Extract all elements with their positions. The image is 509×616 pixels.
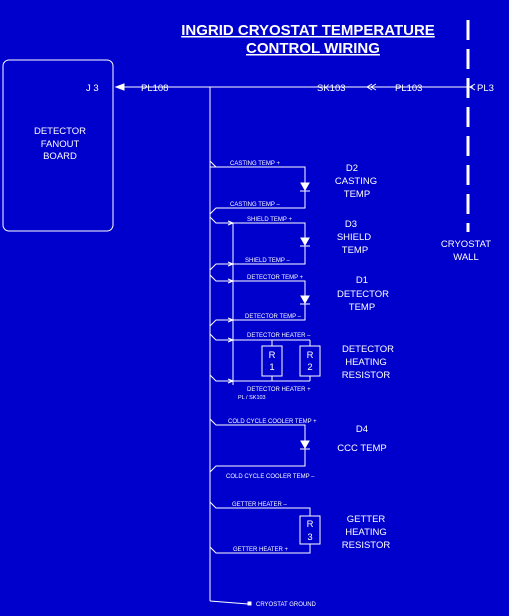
detector-fanout-board (2, 59, 114, 232)
title-line-1: INGRID CRYOSTAT TEMPERATURE (181, 22, 435, 39)
getter-wire-plus: GETTER HEATER + (233, 547, 289, 553)
r2-label-b: 2 (307, 362, 312, 373)
getter-label-1: GETTER (347, 514, 386, 525)
d4-name: D4 (356, 424, 368, 435)
resistor-r1 (261, 345, 283, 377)
ground-terminal-icon (247, 601, 252, 606)
d4-wire-plus: COLD CYCLE COOLER TEMP + (228, 419, 317, 425)
d1-name: D1 (356, 275, 368, 286)
cryostat-wall-label-2: WALL (453, 252, 479, 263)
d1-label-2: TEMP (349, 302, 375, 313)
d4-circuit (209, 418, 310, 473)
connector-pl3: PL3 (477, 83, 494, 94)
d4-label-1: CCC TEMP (337, 443, 386, 454)
heater-label-3: RESISTOR (342, 370, 391, 381)
d3-wire-plus: SHIELD TEMP + (247, 217, 292, 223)
getter-circuit (209, 501, 311, 554)
r3-label-a: R (307, 519, 314, 530)
d3-name: D3 (345, 219, 357, 230)
d1-label-1: DETECTOR (337, 289, 389, 300)
resistor-r2 (299, 345, 321, 377)
d4-wire-minus: COLD CYCLE COOLER TEMP – (226, 474, 315, 480)
r1-label-b: 1 (269, 362, 274, 373)
fanout-board-label-2: FANOUT (41, 139, 80, 150)
r1-label-a: R (269, 350, 276, 361)
connector-pl108: PL108 (141, 83, 168, 94)
d2-circuit (209, 160, 310, 215)
heater-wire-plus: DETECTOR HEATER + (247, 387, 311, 393)
ground-wire (209, 600, 249, 605)
r2-label-a: R (307, 350, 314, 361)
d1-wire-minus: DETECTOR TEMP – (245, 314, 302, 320)
d2-name: D2 (346, 163, 358, 174)
heater-wire-minus: DETECTOR HEATER – (247, 333, 311, 339)
heater-label-1: DETECTOR (342, 344, 394, 355)
d2-wire-plus: CASTING TEMP + (230, 161, 280, 167)
fanout-board-label-3: BOARD (43, 151, 77, 162)
connector-sk103: SK103 (317, 83, 346, 94)
d3-label-2: TEMP (342, 245, 368, 256)
d2-label-1: CASTING (335, 176, 377, 187)
ground-label: CRYOSTAT GROUND (256, 602, 317, 608)
getter-wire-minus: GETTER HEATER – (232, 502, 288, 508)
d1-wire-plus: DETECTOR TEMP + (247, 275, 304, 281)
r3-label-b: 3 (307, 532, 312, 543)
d3-wire-minus: SHIELD TEMP – (245, 258, 290, 264)
resistor-r3 (299, 515, 321, 545)
title-line-2: CONTROL WIRING (246, 40, 380, 57)
connector-pl103: PL103 (395, 83, 422, 94)
getter-label-3: RESISTOR (342, 540, 391, 551)
detector-heater-circuit (209, 333, 311, 384)
d3-circuit (209, 216, 310, 271)
connector-j3: J 3 (86, 83, 99, 94)
getter-label-2: HEATING (345, 527, 387, 538)
pl3-chevron-icon (469, 83, 476, 91)
cryostat-wall-label-1: CRYOSTAT (441, 239, 491, 250)
sk103-chevron-icon (366, 83, 373, 91)
fanout-board-label-1: DETECTOR (34, 126, 86, 137)
d3-label-1: SHIELD (337, 232, 371, 243)
j3-arrow-icon (114, 83, 125, 91)
d2-wire-minus: CASTING TEMP – (230, 202, 280, 208)
d2-label-2: TEMP (344, 189, 370, 200)
connector-pl-sk103: PL / SK103 (238, 395, 266, 401)
d1-circuit (209, 274, 310, 327)
sk103-chevron-icon-2 (370, 83, 377, 91)
heater-label-2: HEATING (345, 357, 387, 368)
